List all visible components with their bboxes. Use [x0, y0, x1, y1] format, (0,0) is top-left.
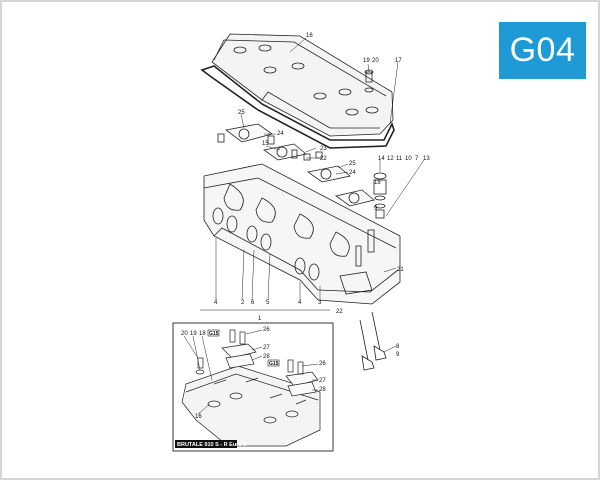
- callout-part-21: 21: [397, 267, 404, 273]
- inset-callout-27: 27: [263, 345, 270, 351]
- callout-part-6: 6: [251, 300, 255, 306]
- inset-callout-27b: 27: [319, 378, 326, 384]
- callout-part-22: 22: [320, 156, 327, 162]
- callout-cap-24b: 24: [349, 170, 356, 176]
- callout-part-8: 8: [396, 344, 400, 350]
- inset-callout-16: 16: [195, 414, 202, 420]
- callout-part-10: 10: [405, 156, 412, 162]
- inset-group-ref-g15: G15: [209, 331, 219, 337]
- inset-model-label: BRUTALE 910 S - R Euro 3: [177, 442, 246, 448]
- callout-part-13: 13: [423, 156, 430, 162]
- inset-callout-18: 18: [199, 331, 206, 337]
- callout-part-2: 2: [241, 300, 245, 306]
- inset-box: [172, 322, 334, 452]
- camshaft-cap-left-drawing: [217, 123, 275, 145]
- leader-lines: [200, 37, 425, 353]
- callout-part-23: 23: [320, 146, 327, 152]
- callout-part-7: 7: [415, 156, 419, 162]
- inset-callout-26b: 26: [319, 361, 326, 367]
- inset-callout-26: 26: [263, 327, 270, 333]
- callout-part-4: 4: [214, 300, 218, 306]
- callout-part-9b: 9: [396, 352, 400, 358]
- callout-part-9: 9: [374, 206, 378, 212]
- cover-gasket-drawing: [200, 65, 395, 149]
- camshaft-cap-right-drawing: [307, 165, 375, 207]
- camshaft-cap-center-drawing: [263, 143, 323, 161]
- valve-cover-drawing: [211, 33, 394, 137]
- inset-group-ref-g15b: G15: [269, 361, 279, 367]
- callout-part-11: 11: [396, 156, 403, 162]
- callout-part-12: 12: [387, 156, 394, 162]
- callout-part-14: 14: [378, 156, 385, 162]
- valves-drawing: [359, 311, 387, 371]
- callout-part-22b: 22: [336, 309, 343, 315]
- page-code-badge: G04: [499, 22, 586, 79]
- callout-part-5: 5: [266, 300, 270, 306]
- callout-bolt-19: 19: [363, 58, 370, 64]
- inset-callout-19: 19: [190, 331, 197, 337]
- valve-spring-stack-drawing: [373, 172, 387, 219]
- inset-callout-20: 20: [181, 331, 188, 337]
- callout-part-4b: 4: [298, 300, 302, 306]
- callout-part-18: 18: [374, 180, 381, 186]
- callout-washer-20: 20: [372, 58, 379, 64]
- callout-cap-25: 25: [238, 110, 245, 116]
- inset-callout-28: 28: [263, 354, 270, 360]
- callout-cap-25b: 25: [349, 161, 356, 167]
- callout-part-3: 3: [318, 300, 322, 306]
- cylinder-head-drawing: [203, 163, 401, 305]
- callout-part-15: 15: [262, 141, 269, 147]
- callout-cap-24: 24: [277, 131, 284, 137]
- inset-callout-28b: 28: [319, 387, 326, 393]
- callout-valve-cover: 16: [306, 33, 313, 39]
- callout-part-1: 1: [258, 316, 262, 322]
- callout-gasket-17: 17: [395, 58, 402, 64]
